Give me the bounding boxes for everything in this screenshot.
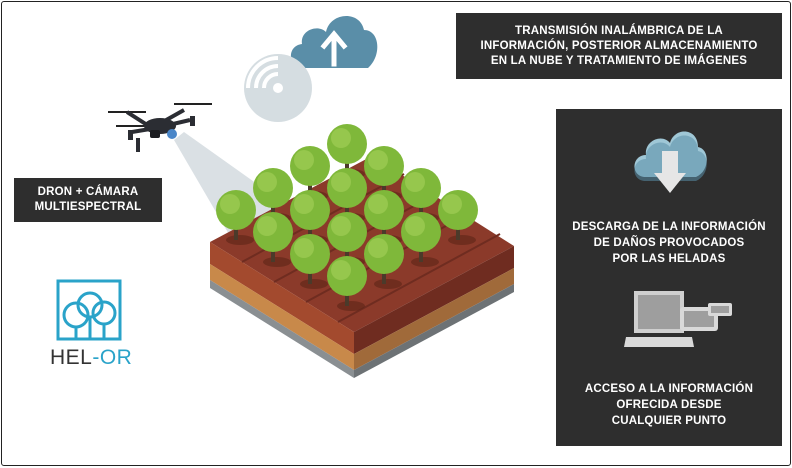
drone-icon — [108, 103, 212, 152]
access-line-3: CUALQUIER PUNTO — [611, 415, 727, 427]
transmission-line-1: TRANSMISIÓN INALÁMBRICA DE LA — [515, 24, 723, 37]
download-line-3: POR LAS HELADAS — [612, 253, 726, 265]
access-line-1: ACCESO A LA INFORMACIÓN — [584, 383, 754, 395]
download-line-1: DESCARGA DE LA INFORMACIÓN — [572, 221, 766, 233]
logo-wordmark: HEL-OR — [50, 346, 132, 370]
transmission-line-3: EN LA NUBE Y TRATAMIENTO DE IMÁGENES — [490, 54, 748, 67]
tree-10 — [216, 190, 256, 245]
download-text: DESCARGA DE LA INFORMACIÓN DE DAÑOS PROV… — [556, 219, 782, 267]
tree-7 — [438, 190, 478, 245]
transmission-box: TRANSMISIÓN INALÁMBRICA DE LA INFORMACIÓ… — [456, 13, 782, 79]
download-line-2: DE DAÑOS PROVOCADOS — [593, 237, 745, 249]
wifi-icon — [244, 54, 312, 122]
cloud-download-icon — [634, 131, 707, 193]
drone-line-2: MULTIESPECTRAL — [34, 201, 142, 213]
drone-line-1: DRON + CÁMARA — [37, 186, 139, 198]
access-text: ACCESO A LA INFORMACIÓN OFRECIDA DESDE C… — [556, 381, 782, 429]
tree-15 — [290, 234, 330, 289]
cloud-upload-icon — [290, 15, 378, 68]
hel-or-logo-icon — [56, 279, 122, 341]
tree-11 — [401, 212, 441, 267]
tree-16 — [327, 256, 367, 311]
logo-part-2: -OR — [92, 346, 133, 369]
phone-icon — [708, 303, 732, 316]
right-info-panel: DESCARGA DE LA INFORMACIÓN DE DAÑOS PROV… — [556, 109, 782, 446]
transmission-line-2: INFORMACIÓN, POSTERIOR ALMACENAMIENTO — [480, 39, 758, 52]
logo-part-1: HEL — [50, 346, 93, 369]
tree-14 — [364, 234, 404, 289]
tree-13 — [253, 212, 293, 267]
laptop-icon — [624, 291, 694, 347]
access-line-2: OFRECIDA DESDE — [616, 399, 722, 411]
drone-camera-box: DRON + CÁMARA MULTIESPECTRAL — [14, 178, 162, 222]
